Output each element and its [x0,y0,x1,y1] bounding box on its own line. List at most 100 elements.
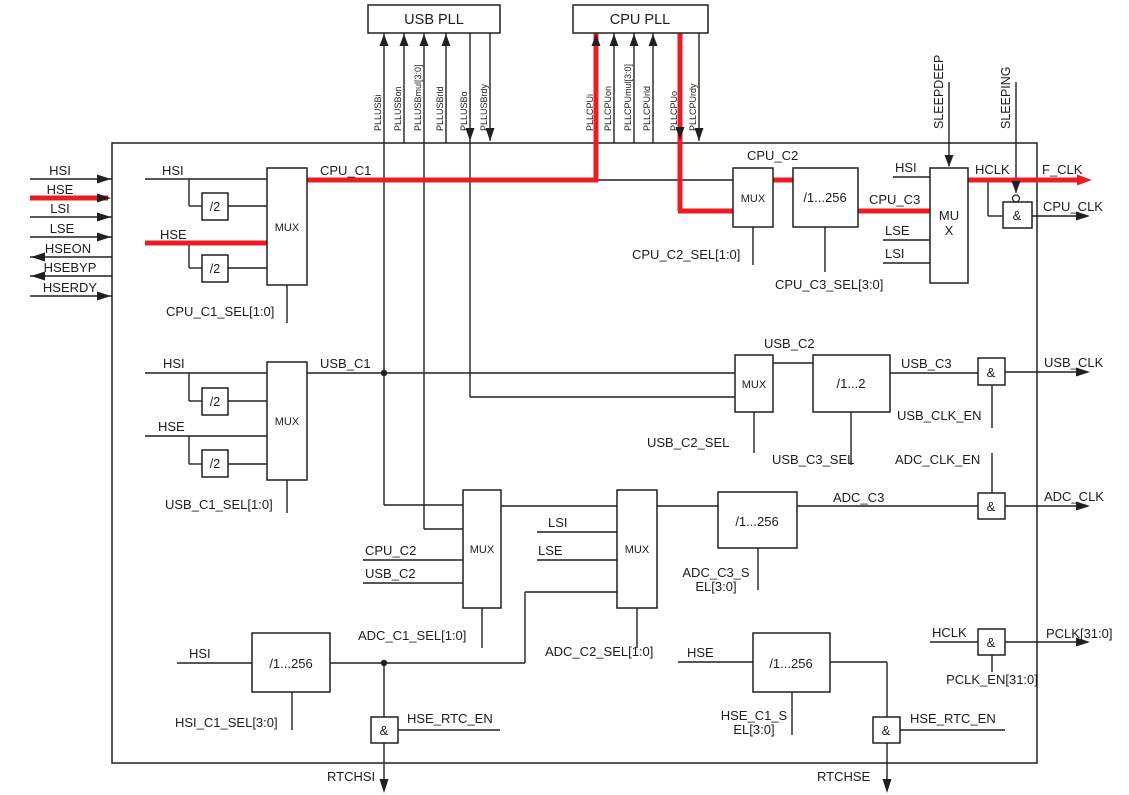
arrow-in-hse [97,193,111,203]
arrow-in-lse [97,232,111,242]
rtchse-label: RTCHSE [817,769,871,784]
usb-c1-hsi-label: HSI [163,356,185,371]
cpu-c1-mux-label: MUX [275,222,300,234]
arrow-down-rtchsi [379,779,389,793]
cpu-c1-hsi-label: HSI [162,163,184,178]
port-hsebyp-label: HSEBYP [44,260,97,275]
sys-mux-wires [883,82,1078,264]
sys-mux-label-line2: X [945,223,954,238]
cpu-pll-wires [613,33,700,143]
pclk-gate-box [977,628,1006,656]
usb-pll-box [367,4,501,34]
port-hse-label: HSE [47,182,74,197]
rtc-hse-gate-box [872,716,901,744]
arrow-down-pllcpurdy [694,128,704,141]
cpu-c3-label: CPU_C3 [869,192,920,207]
pllcpuon-label: PLLCPUon [603,86,613,131]
cpu-c1-div2b-box [201,254,229,283]
rtc-hse-gate-label: & [882,723,891,738]
port-hserdy-label: HSERDY [43,280,98,295]
rtc-hse-div-label: /1...256 [769,656,812,671]
pllcpurld-label: PLLCPUrld [642,86,652,131]
hclk-label: HCLK [975,162,1010,177]
pllusbi-label: PLLUSBi [373,94,383,131]
arrow-down-rtchse [882,779,892,793]
rtc-hsi-div-label: /1...256 [269,656,312,671]
usb-c1-group: /2 /2 MUX HSI HSE USB_C1 USB_C1_SEL[1:0] [158,356,371,512]
cpu-clk-label: CPU_CLK [1043,199,1103,214]
adc-c3-sel-label-line2: EL[3:0] [695,579,736,594]
usb-c2-mux-box [734,354,774,413]
pllcpui-label: PLLCPUi [585,94,595,131]
cpu-c1-hse-label: HSE [160,227,187,242]
pclk-gate-label: & [987,635,996,650]
cpu-c2-group: MUX /1...256 CPU_C2 CPU_C2_SEL[1:0] CPU_… [632,148,920,292]
usb-c3-sel-label: USB_C3_SEL [772,452,854,467]
pclk-group: HCLK & PCLK[31:0] PCLK_EN[31:0] [932,625,1113,687]
adc-group: MUX MUX CPU_C2 USB_C2 LSI LSE ADC_C1_SEL… [358,452,1104,659]
arrowheads [31,34,1092,793]
usb-clk-gate-label: & [987,365,996,380]
rtc-hse-div-box [752,632,831,693]
cpu-c2-sel-label: CPU_C2_SEL[1:0] [632,247,740,262]
pllcpumul-label: PLLCPUmul[3:0] [623,64,633,131]
adc-c1-mux-label: MUX [470,544,495,556]
rtc-hsi-wires [177,662,525,789]
junction-usb-c1 [380,369,388,377]
usb-c3-label: USB_C3 [901,356,952,371]
pclk-hclk-label: HCLK [932,625,967,640]
arrow-out-cpu-clk [1076,211,1090,221]
arrow-up-pllusbrld [441,34,451,46]
arrow-out-f-clk [1077,174,1092,186]
hse-c1-sel-label-line1: HSE_C1_S [721,708,788,723]
arrow-up-pllusbon [399,34,409,46]
sys-mux-group: MU X HSI LSE LSI SLEEPDEEP SLEEPING & HC… [885,55,1103,284]
rtc-hse-en-label: HSE_RTC_EN [910,711,996,726]
pllusbon-label: PLLUSBon [393,86,403,131]
cpu-clk-gate-box [1002,201,1033,229]
adc-c3-div-box [717,491,798,549]
arrow-out-hsebyp [31,271,45,281]
left-port-labels: HSI HSE LSI LSE HSEON HSEBYP HSERDY [43,163,98,295]
arrow-down-pllusbo [465,128,475,141]
pllusbrdy-label: PLLUSBrdy [479,83,489,131]
cpu-c3-div-label: /1...256 [803,190,846,205]
sleeping-label: SLEEPING [999,66,1013,129]
adc-c3-label: ADC_C3 [833,490,884,505]
cpu-c1-mux-box [266,167,308,286]
pclk-label: PCLK[31:0] [1046,626,1113,641]
cpu-c1-group: /2 /2 MUX HSI HSE CPU_C1 CPU_C1_SEL[1:0] [160,163,371,319]
adc-c3-div-label: /1...256 [735,514,778,529]
arrow-in-hserdy [97,291,111,301]
arrow-up-pllcpuon [609,34,619,46]
port-hsi-label: HSI [49,163,71,178]
usb-pll-title: USB PLL [404,12,464,28]
adc-c1-mux-box [462,489,502,609]
cpu-c1-wires [145,178,733,323]
cpu-pll-box [572,4,709,34]
usb-c1-div2a-label: /2 [210,395,220,409]
usb-c2-group: MUX /1...2 USB_C2 USB_C2_SEL USB_C3_SEL … [647,336,1104,467]
cpu-c1-div2a-box [201,192,229,221]
usb-c2-wires [753,362,1078,465]
cpu-c2-mux-label: MUX [741,193,766,205]
usb-c1-div2b-label: /2 [210,457,220,471]
arrow-up-pllcpurld [648,34,658,46]
rtc-hsi-gate-box [370,716,399,744]
rtc-hsi-div-box [251,632,331,693]
adc-clk-gate-box [977,492,1006,520]
usb-c2-label: USB_C2 [764,336,815,351]
pllusbmul-label: PLLUSBmul[3:0] [413,64,423,131]
usb-clk-gate-box [977,357,1006,386]
usb-c1-div2a-box [201,387,229,416]
cpu-c2-mux-box [732,167,774,228]
port-lsi-label: LSI [50,201,70,216]
rtc-hsi-in-label: HSI [189,646,211,661]
usb-pll-wires [383,33,735,530]
arrow-down-sleepdeep [944,155,954,167]
adc-clk-gate-label: & [987,499,996,514]
arrow-out-hseon [31,252,45,262]
invert-bubble [1011,194,1021,203]
rtc-hsi-en-label: HSE_RTC_EN [407,711,493,726]
